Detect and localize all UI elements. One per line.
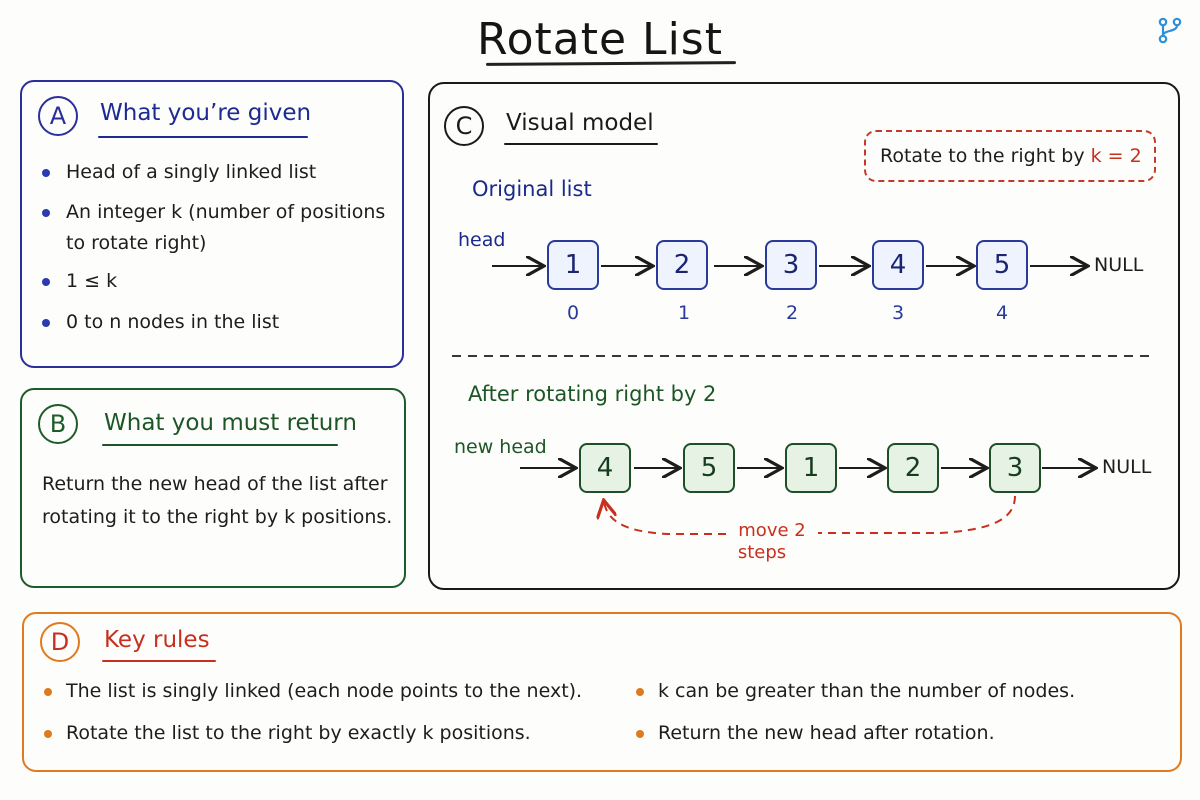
head-label: head	[458, 229, 506, 251]
rule-item: Return the new head after rotation.	[658, 722, 995, 744]
badge-d: D	[40, 622, 80, 662]
badge-a: A	[38, 96, 78, 136]
section-title-rules: Key rules	[104, 627, 210, 653]
original-node: 5	[976, 240, 1028, 290]
badge-b: B	[38, 404, 78, 444]
rotated-node: 4	[579, 443, 631, 493]
section-underline	[102, 444, 338, 446]
rule-item: Rotate the list to the right by exactly …	[66, 722, 531, 744]
null-terminator: NULL	[1094, 254, 1144, 276]
node-index: 2	[785, 302, 799, 324]
rotated-node: 2	[887, 443, 939, 493]
callout-k-value: k = 2	[1090, 145, 1142, 167]
rotated-list-label: After rotating right by 2	[468, 382, 717, 406]
list-item: Head of a singly linked list	[66, 161, 317, 183]
bullet-dot	[42, 319, 50, 327]
rotated-node: 1	[785, 443, 837, 493]
return-text-line1: Return the new head of the list after	[42, 473, 388, 495]
section-underline	[98, 136, 308, 138]
section-title-given: What you’re given	[100, 100, 312, 126]
bullet-dot	[44, 688, 52, 696]
bullet-dot	[636, 730, 644, 738]
section-title-return: What you must return	[104, 410, 357, 436]
panel-return	[20, 388, 406, 588]
original-node: 3	[765, 240, 817, 290]
bullet-dot	[42, 278, 50, 286]
section-underline	[102, 660, 216, 662]
original-node: 1	[547, 240, 599, 290]
node-index: 3	[891, 302, 905, 324]
move-steps-label-line1: move 2	[738, 520, 806, 541]
list-item-continued: to rotate right)	[66, 232, 207, 254]
bullet-dot	[44, 730, 52, 738]
bullet-dot	[42, 169, 50, 177]
callout-text: Rotate to the right by	[880, 145, 1085, 167]
title-underline	[485, 61, 737, 66]
rule-item: The list is singly linked (each node poi…	[66, 680, 583, 702]
badge-c: C	[444, 106, 484, 146]
return-text-line2: rotating it to the right by k positions.	[42, 506, 393, 528]
node-index: 4	[995, 302, 1009, 324]
list-item: 1 ≤ k	[66, 270, 118, 292]
list-item: An integer k (number of positions	[66, 201, 386, 223]
branch-logo-icon	[1158, 17, 1182, 44]
original-node: 2	[656, 240, 708, 290]
original-node: 4	[872, 240, 924, 290]
bullet-dot	[636, 688, 644, 696]
move-steps-label-line2: steps	[737, 542, 787, 563]
panel-visual-model	[428, 82, 1180, 590]
panel-given	[20, 80, 404, 368]
node-index: 1	[677, 302, 691, 324]
rotation-callout: Rotate to the right by k = 2	[864, 130, 1156, 182]
original-list-label: Original list	[472, 177, 592, 201]
list-item: 0 to n nodes in the list	[66, 311, 280, 333]
null-terminator: NULL	[1102, 456, 1152, 478]
new-head-label: new head	[454, 436, 547, 458]
bullet-dot	[42, 209, 50, 217]
section-title-visual: Visual model	[506, 110, 654, 136]
rule-item: k can be greater than the number of node…	[658, 680, 1076, 702]
rotated-node: 3	[989, 443, 1041, 493]
panel-key-rules	[22, 612, 1182, 772]
rotated-node: 5	[683, 443, 735, 493]
node-index: 0	[566, 302, 580, 324]
page-title: Rotate List	[477, 14, 723, 65]
section-underline	[504, 143, 658, 145]
